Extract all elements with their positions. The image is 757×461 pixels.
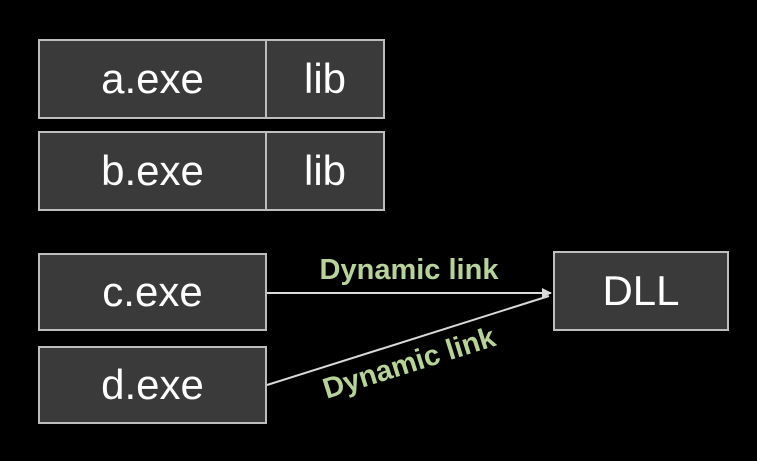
a-exe-label: a.exe	[40, 41, 267, 117]
box-a-exe-row: a.exe lib	[38, 39, 385, 119]
b-exe-label: b.exe	[40, 133, 267, 209]
link-label-d: Dynamic link	[319, 321, 500, 406]
a-lib-label: lib	[303, 55, 347, 102]
b-lib-label: lib	[303, 147, 347, 194]
box-b-exe-row: b.exe lib	[38, 131, 385, 211]
box-dll: DLL	[553, 251, 729, 331]
arrow-d-to-dll	[266, 295, 550, 386]
link-label-c: Dynamic link	[320, 254, 500, 286]
box-c-exe: c.exe	[38, 253, 267, 331]
box-d-exe: d.exe	[38, 346, 267, 424]
